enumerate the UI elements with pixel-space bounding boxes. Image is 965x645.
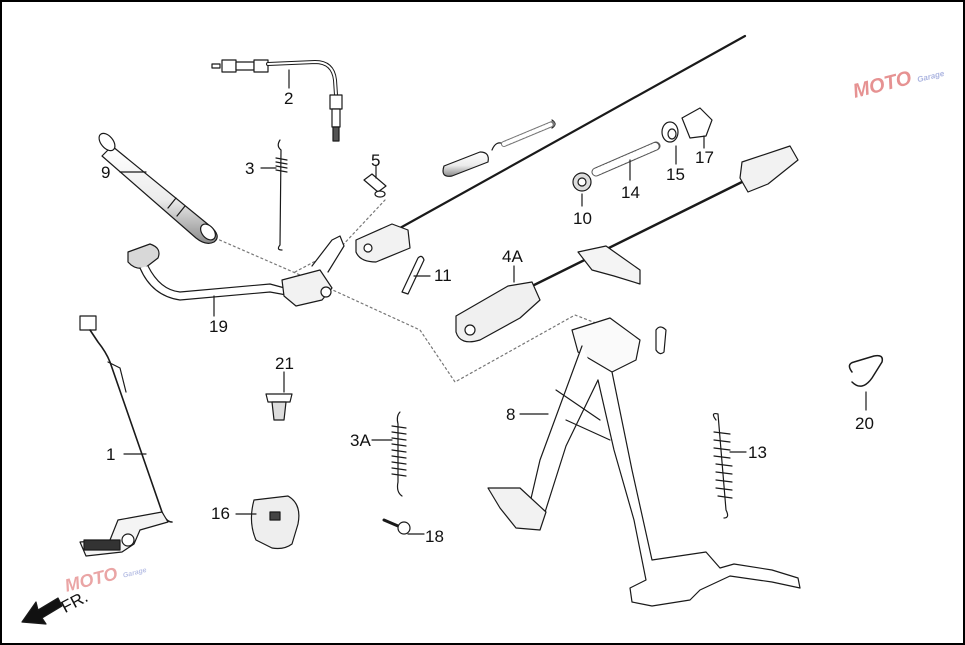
label-10: 10	[573, 209, 592, 228]
label-14: 14	[621, 183, 640, 202]
label-1: 1	[106, 445, 116, 464]
part-5-pin	[363, 165, 387, 198]
part-3-spring	[260, 139, 288, 251]
part-15-spacer	[661, 121, 679, 165]
part-20-clip	[848, 354, 884, 411]
label-8: 8	[506, 405, 516, 424]
label-17: 17	[695, 148, 714, 167]
part-19-brake-pedal	[127, 235, 345, 317]
part-9-tube	[98, 132, 218, 244]
label-3: 3	[245, 159, 255, 178]
label-18: 18	[425, 527, 444, 546]
part-10-washer	[572, 172, 592, 207]
assembly-dotted-line	[214, 237, 641, 383]
part-16-cover	[235, 495, 300, 550]
part-3A-spring	[371, 411, 407, 497]
part-18-bolt	[382, 518, 425, 535]
watermark-subtext-2: Garage	[122, 566, 148, 580]
part-sleeve	[442, 151, 489, 177]
part-14-spring	[591, 141, 661, 181]
label-9: 9	[101, 163, 111, 182]
label-21: 21	[275, 354, 294, 373]
label-5: 5	[371, 151, 381, 170]
label-19: 19	[209, 317, 228, 336]
label-11: 11	[434, 266, 452, 285]
label-2: 2	[284, 89, 294, 108]
part-11-cotter-pin	[401, 255, 431, 295]
label-16: 16	[211, 504, 230, 523]
part-4A-rod-assembly	[455, 145, 799, 343]
part-2-cable	[211, 59, 343, 142]
upper-rod-assembly	[355, 34, 747, 263]
part-1-rod	[79, 315, 173, 557]
part-21-clip	[265, 371, 293, 421]
label-20: 20	[855, 414, 874, 433]
label-15: 15	[666, 165, 685, 184]
part-small-spring	[491, 119, 556, 151]
part-cotter-clip	[655, 326, 667, 355]
label-4A: 4A	[502, 247, 523, 266]
label-13: 13	[748, 443, 767, 462]
part-8-main-stand	[487, 317, 801, 607]
part-13-spring	[712, 413, 747, 519]
label-3A: 3A	[350, 431, 371, 450]
watermark-subtext: Garage	[916, 68, 946, 85]
front-direction-arrow	[21, 597, 63, 625]
part-17-nut	[681, 107, 713, 149]
